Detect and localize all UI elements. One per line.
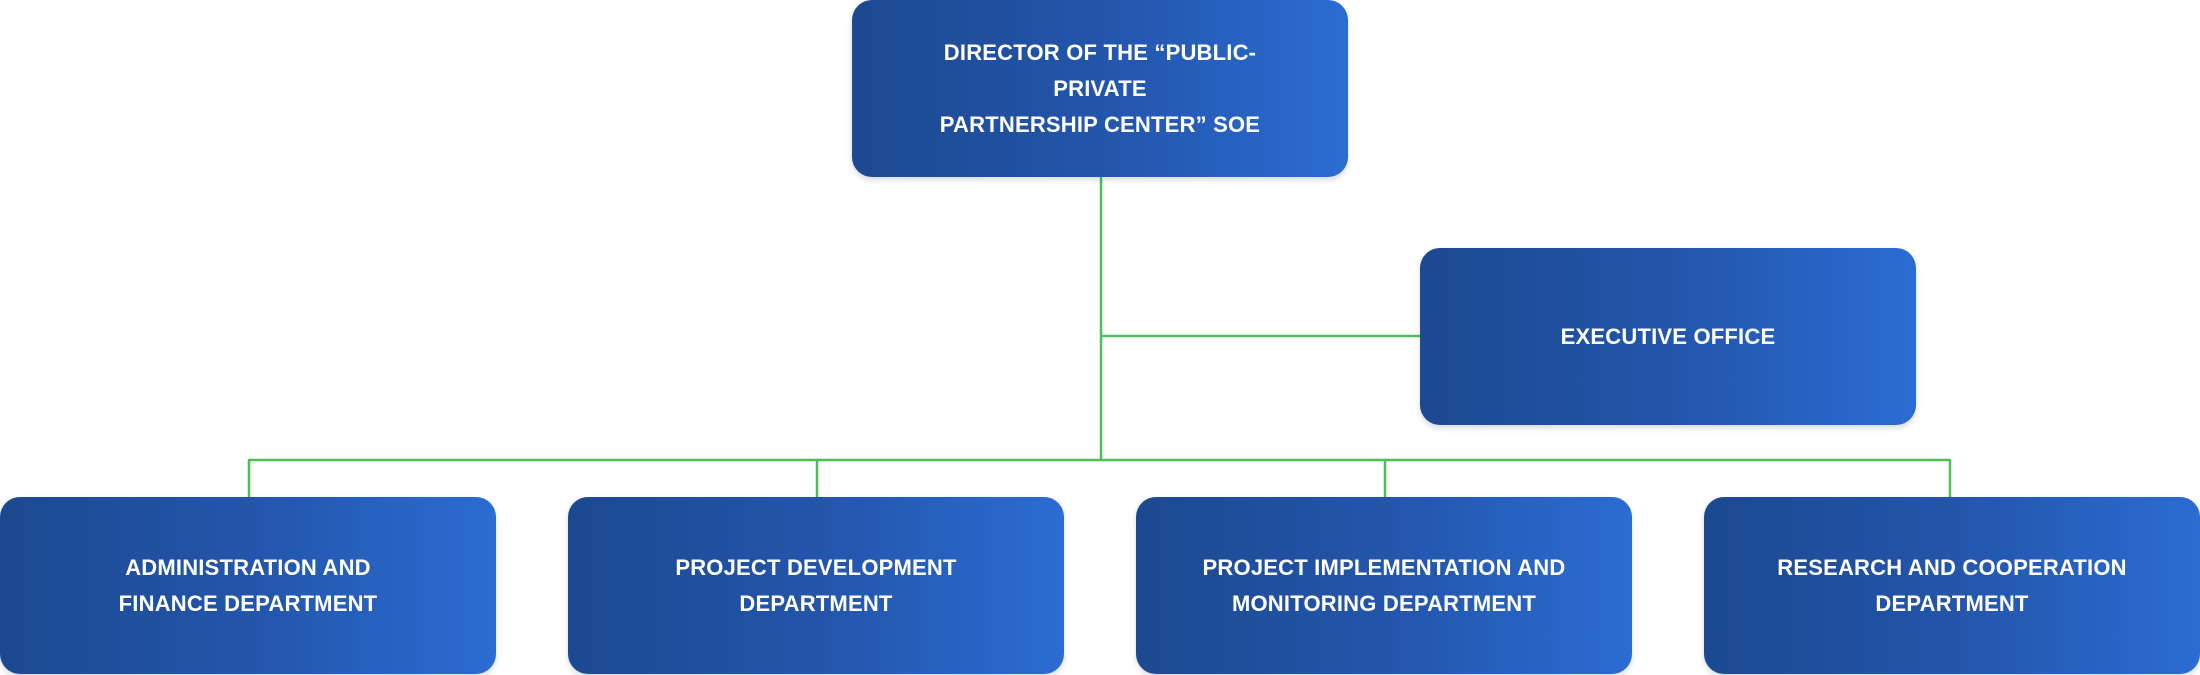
node-project-implementation: PROJECT IMPLEMENTATION AND MONITORING DE… <box>1136 497 1632 674</box>
node-project-implementation-label: PROJECT IMPLEMENTATION AND MONITORING DE… <box>1202 554 1566 616</box>
node-research-cooperation: RESEARCH AND COOPERATION DEPARTMENT <box>1704 497 2200 674</box>
node-admin-finance-label: ADMINISTRATION AND FINANCE DEPARTMENT <box>118 554 378 616</box>
node-executive-office-label: EXECUTIVE OFFICE <box>1560 323 1776 349</box>
node-research-cooperation-label: RESEARCH AND COOPERATION DEPARTMENT <box>1777 554 2127 616</box>
node-project-development: PROJECT DEVELOPMENT DEPARTMENT <box>568 497 1064 674</box>
node-director-label: DIRECTOR OF THE “PUBLIC-PRIVATE PARTNERS… <box>939 39 1261 137</box>
node-executive-office: EXECUTIVE OFFICE <box>1420 248 1916 425</box>
node-project-development-label: PROJECT DEVELOPMENT DEPARTMENT <box>675 554 957 616</box>
node-director: DIRECTOR OF THE “PUBLIC-PRIVATE PARTNERS… <box>852 0 1348 177</box>
node-admin-finance: ADMINISTRATION AND FINANCE DEPARTMENT <box>0 497 496 674</box>
